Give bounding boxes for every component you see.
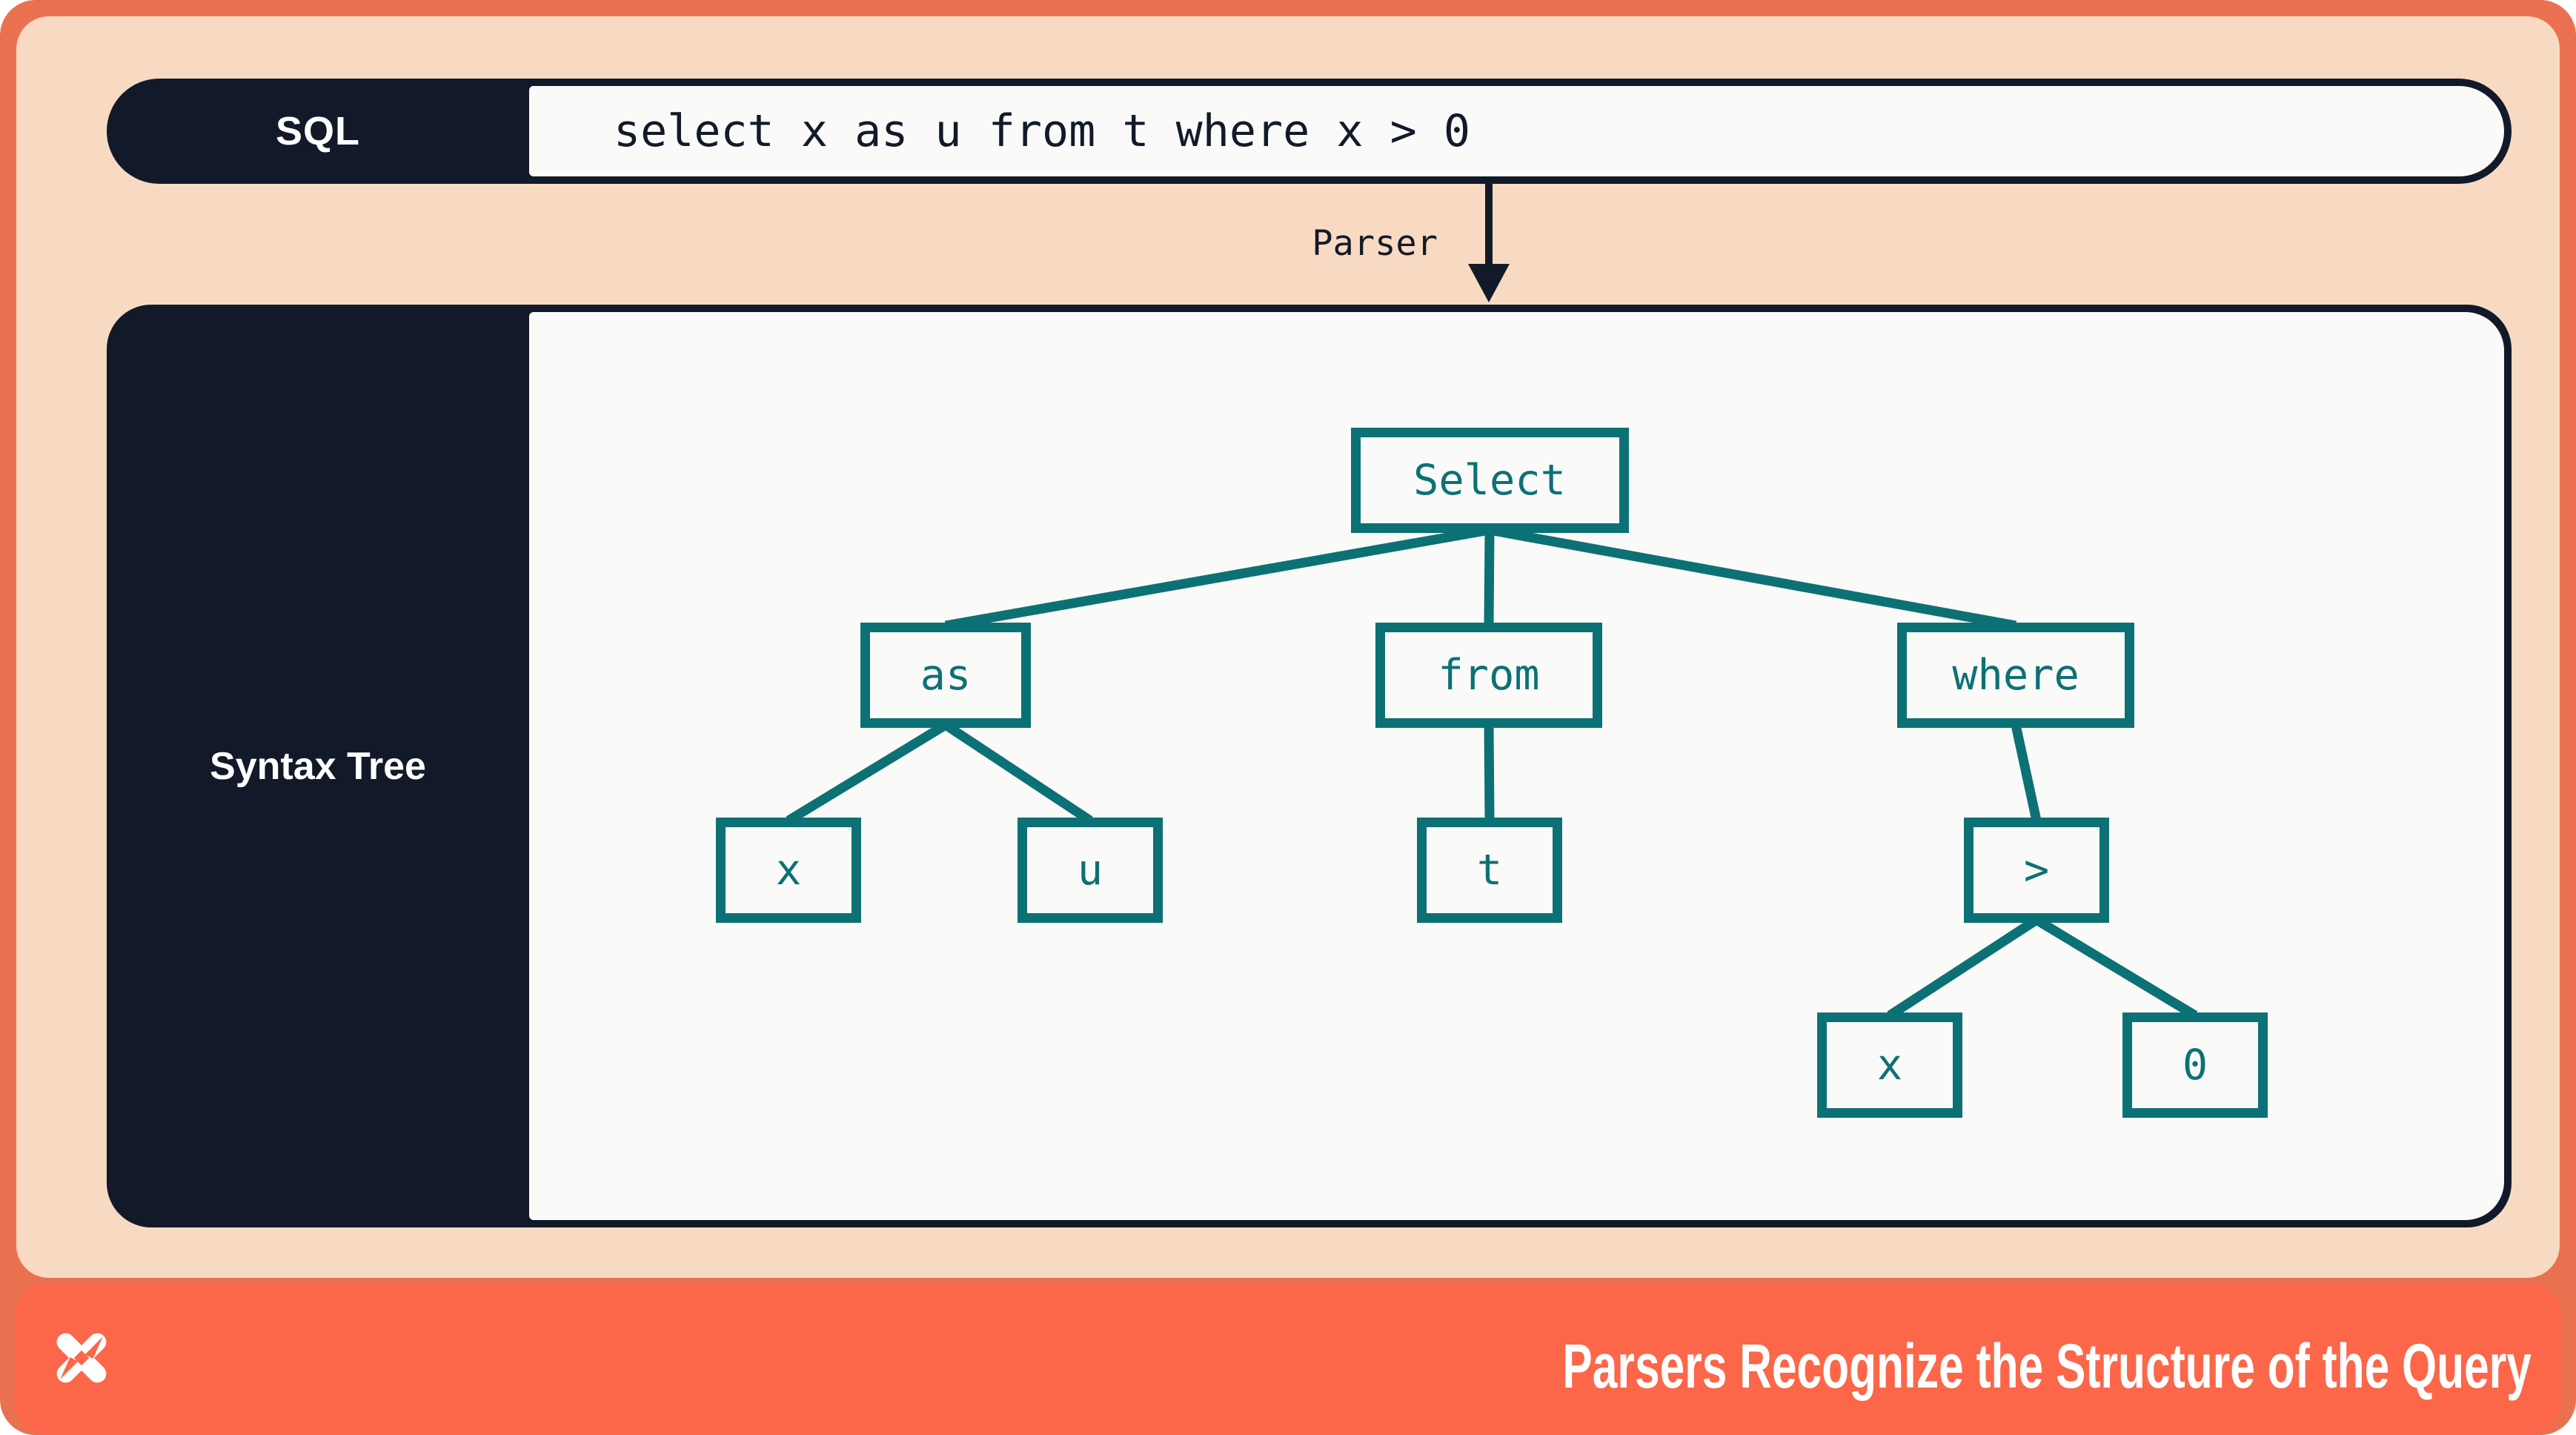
tree-node-t: t — [1417, 818, 1562, 923]
tree-edge-gt-x2 — [1887, 915, 2039, 1020]
tree-edge-gt-zero — [2034, 915, 2198, 1020]
footer-bar: Parsers Recognize the Structure of the Q… — [15, 1285, 2561, 1435]
sql-bar-label: SQL — [275, 109, 360, 153]
tree-node-zero: 0 — [2122, 1013, 2268, 1118]
tree-node-x1: x — [716, 818, 861, 923]
tree-node-from: from — [1375, 623, 1602, 728]
tree-edge-select-from — [1484, 529, 1495, 626]
tree-edge-as-x1 — [786, 720, 949, 825]
tree-node-u: u — [1018, 818, 1163, 923]
sql-bar: SQL select x as u from t where x > 0 — [107, 79, 2512, 184]
sql-query-text: select x as u from t where x > 0 — [614, 105, 1470, 157]
tree-edge-select-as — [944, 525, 1491, 631]
tree-edge-where-gt — [2011, 723, 2042, 822]
parser-arrow-line — [1485, 184, 1493, 267]
parser-label: Parser — [1312, 223, 1438, 264]
tree-edge-as-u — [943, 720, 1093, 825]
syntax-tree-label-area: Syntax Tree — [107, 305, 529, 1227]
tree-edge-select-where — [1488, 525, 2017, 631]
tree-node-select: Select — [1350, 428, 1629, 533]
sql-query-field: select x as u from t where x > 0 — [529, 86, 2504, 176]
tree-edges — [786, 525, 2198, 1020]
syntax-tree-label: Syntax Tree — [210, 744, 426, 788]
tree-node-x2: x — [1817, 1013, 1962, 1118]
sql-bar-label-area: SQL — [107, 79, 529, 184]
parser-arrow-head-icon — [1468, 264, 1510, 302]
tree-node-as: as — [860, 623, 1031, 728]
footer-title: Parsers Recognize the Structure of the Q… — [1562, 1331, 2532, 1401]
dolt-logo-icon — [56, 1333, 107, 1383]
tree-edge-from-t — [1484, 724, 1495, 821]
tree-node-gt: > — [1964, 818, 2109, 923]
tree-node-where: where — [1897, 623, 2134, 728]
